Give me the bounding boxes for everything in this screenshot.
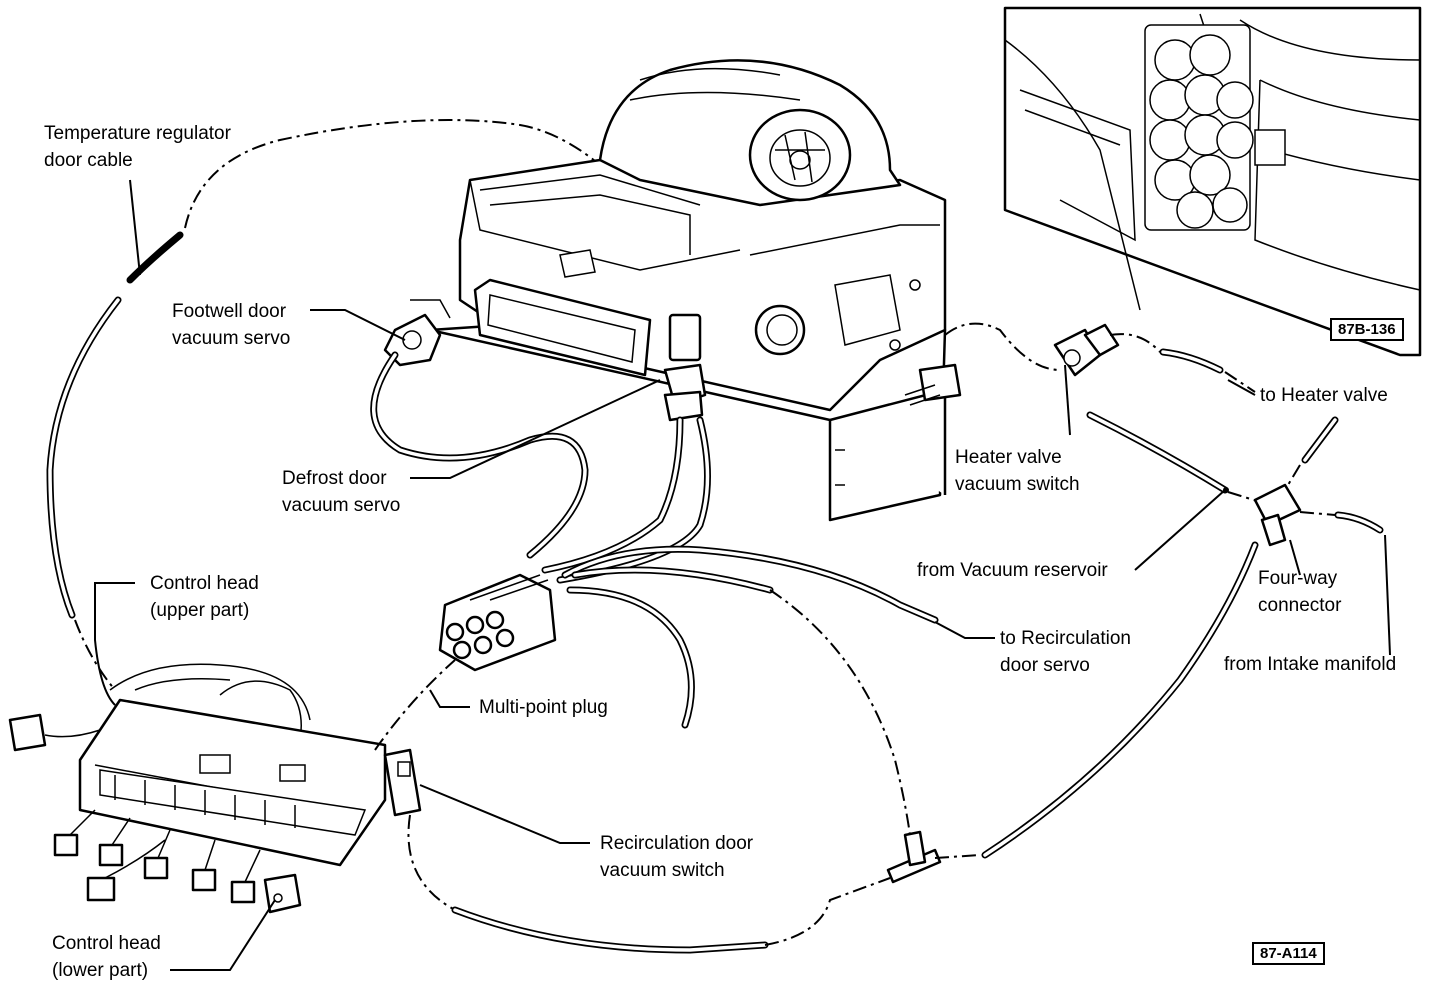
label-line: Control head (52, 933, 161, 954)
inset-figure-tag: 87B-136 (1330, 318, 1404, 341)
recirc-hose-loop (407, 541, 1259, 954)
label-footwell-servo: Footwell door vacuum servo (172, 298, 290, 352)
heater-valve-hoses (944, 322, 1384, 547)
label-line: from Vacuum reservoir (917, 560, 1108, 581)
temperature-cable (46, 119, 601, 691)
label-line: door servo (1000, 655, 1090, 676)
label-heater-valve-switch: Heater valve vacuum switch (955, 444, 1080, 498)
label-line: vacuum servo (172, 328, 291, 349)
label-line: vacuum switch (600, 860, 725, 881)
control-head (8, 663, 422, 914)
label-to-recirc-servo: to Recirculation door servo (1000, 625, 1131, 679)
label-line: vacuum servo (282, 495, 401, 516)
label-line: Defrost door (282, 468, 387, 489)
label-line: (upper part) (150, 600, 250, 621)
label-line: door cable (44, 150, 133, 171)
label-line: connector (1258, 595, 1342, 616)
label-line: vacuum switch (955, 474, 1080, 495)
plug-link-line (374, 659, 456, 751)
label-line: Control head (150, 573, 259, 594)
label-line: Heater valve (955, 447, 1062, 468)
label-to-heater-valve: to Heater valve (1260, 382, 1388, 409)
label-control-head-upper: Control head (upper part) (150, 570, 259, 624)
label-four-way-connector: Four-way connector (1258, 565, 1341, 619)
label-line: from Intake manifold (1224, 654, 1397, 675)
multipoint-plug (438, 573, 557, 672)
label-line: to Recirculation (1000, 628, 1131, 649)
label-line: to Heater valve (1260, 385, 1388, 406)
label-temperature-cable: Temperature regulator door cable (44, 120, 231, 174)
leader-lines (94, 179, 1391, 971)
label-recirc-vacuum-switch: Recirculation door vacuum switch (600, 830, 753, 884)
label-line: Multi-point plug (479, 697, 608, 718)
label-control-head-lower: Control head (lower part) (52, 930, 161, 984)
label-line: Footwell door (172, 301, 287, 322)
label-line: Recirculation door (600, 833, 754, 854)
label-line: Temperature regulator (44, 123, 231, 144)
main-figure-tag: 87-A114 (1252, 942, 1325, 965)
label-line: (lower part) (52, 960, 149, 981)
label-from-intake-manifold: from Intake manifold (1224, 651, 1396, 678)
label-defrost-servo: Defrost door vacuum servo (282, 465, 400, 519)
inset-illustration (1003, 6, 1422, 357)
label-from-vacuum-reservoir: from Vacuum reservoir (917, 557, 1108, 584)
defrost-servo (663, 363, 707, 422)
label-line: Four-way (1258, 568, 1338, 589)
heater-box (428, 59, 962, 522)
label-multipoint-plug: Multi-point plug (479, 694, 608, 721)
vacuum-hoses (370, 351, 939, 836)
